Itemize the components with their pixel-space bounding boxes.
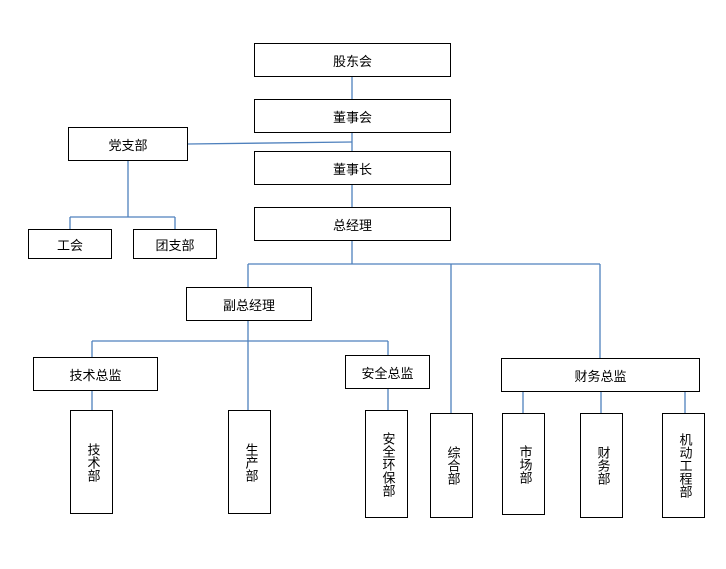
node-tech-director: 技术总监 <box>33 357 158 391</box>
node-general-manager: 总经理 <box>254 207 451 241</box>
node-label: 技术总监 <box>69 368 122 384</box>
node-label: 机动工程部 <box>676 433 692 498</box>
node-label: 董事长 <box>332 162 372 178</box>
line-party-to-spine <box>187 141 353 145</box>
node-finance-director: 财务总监 <box>501 358 700 392</box>
node-safety-director: 安全总监 <box>345 355 430 389</box>
node-label: 财务总监 <box>574 369 627 385</box>
node-label: 技术部 <box>84 442 100 482</box>
node-label: 财务部 <box>594 446 610 485</box>
node-union: 工会 <box>28 229 112 259</box>
node-tech-dept: 技术部 <box>70 410 113 514</box>
node-shareholders: 股东会 <box>254 43 451 77</box>
node-party-branch: 党支部 <box>68 127 188 161</box>
node-finance-dept: 财务部 <box>580 413 623 518</box>
node-mechanical-dept: 机动工程部 <box>662 413 705 518</box>
node-general-dept: 综合部 <box>430 413 473 518</box>
node-market-dept: 市场部 <box>502 413 545 515</box>
node-youth-league: 团支部 <box>133 229 217 259</box>
node-label: 股东会 <box>332 54 372 70</box>
node-label: 安全总监 <box>361 366 414 382</box>
node-label: 市场部 <box>516 444 532 484</box>
node-label: 综合部 <box>444 446 460 485</box>
node-board: 董事会 <box>254 99 451 133</box>
node-label: 团支部 <box>155 238 195 254</box>
node-label: 党支部 <box>108 138 148 154</box>
node-safety-env-dept: 安全环保部 <box>365 410 408 518</box>
node-label: 工会 <box>56 238 83 254</box>
node-label: 董事会 <box>332 110 372 126</box>
node-label: 副总经理 <box>222 298 275 314</box>
node-label: 总经理 <box>332 218 372 234</box>
node-deputy-gm: 副总经理 <box>186 287 312 321</box>
node-chairman: 董事长 <box>254 151 451 185</box>
node-label: 生产部 <box>242 442 258 482</box>
node-label: 安全环保部 <box>379 431 395 497</box>
node-production-dept: 生产部 <box>228 410 271 514</box>
